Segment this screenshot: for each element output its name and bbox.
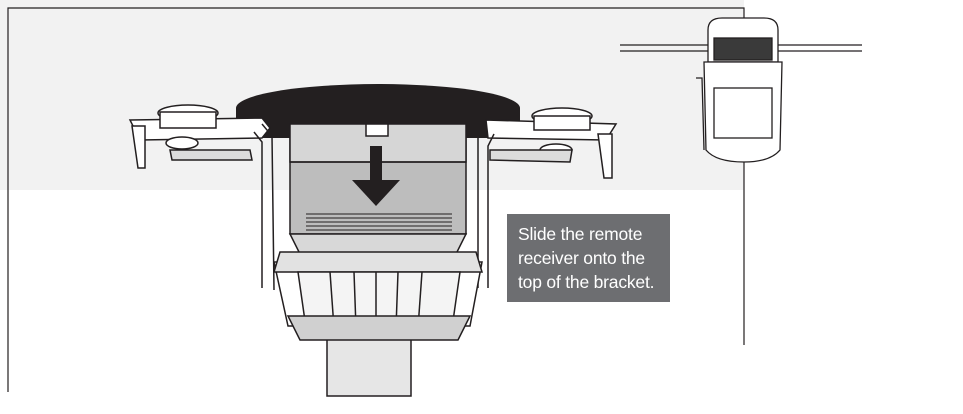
hanger-ball-housing xyxy=(272,251,484,341)
mounting-bracket-left xyxy=(128,104,271,169)
receiver-top-view-inset xyxy=(620,17,862,163)
instruction-callout: Slide the remote receiver onto the top o… xyxy=(507,214,670,302)
ceiling-plate xyxy=(236,84,520,138)
instruction-line-2: receiver onto the xyxy=(518,248,645,268)
instruction-line-1: Slide the remote xyxy=(518,224,643,244)
downrod xyxy=(326,331,412,397)
receiver-vents xyxy=(306,213,452,231)
down-arrow-icon xyxy=(352,146,400,206)
instruction-line-3: top of the bracket. xyxy=(518,272,655,292)
mounting-bracket-right xyxy=(485,107,618,179)
bracket-legs xyxy=(253,123,495,291)
